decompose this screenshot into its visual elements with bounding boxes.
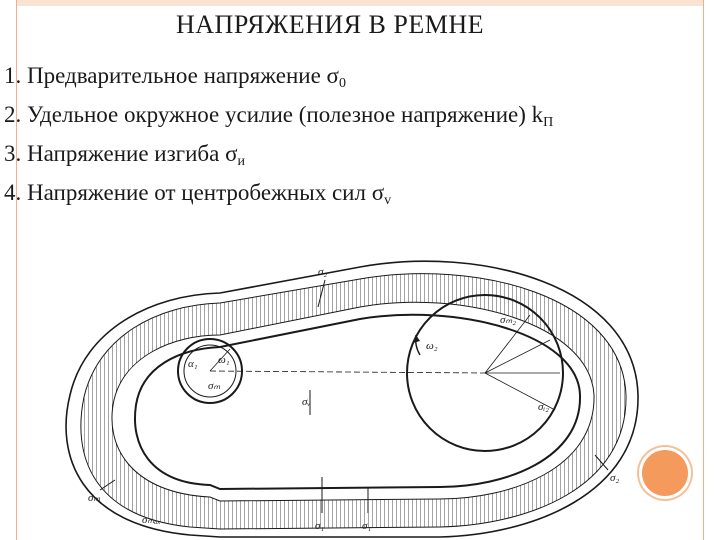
item-subscript: П: [543, 115, 554, 130]
belt-outline: [134, 313, 582, 491]
item-subscript: и: [237, 154, 245, 169]
label-sigma-m1: σₘ: [208, 380, 220, 392]
list-item: 1. Предварительное напряжение σ0: [4, 60, 624, 99]
item-number: 1.: [4, 63, 22, 88]
label-sigma-r2: σᵢ₂: [538, 401, 549, 413]
stress-list: 1. Предварительное напряжение σ0 2. Удел…: [4, 60, 624, 216]
label-sigma-v: σᵥ: [302, 396, 311, 408]
item-text: Предварительное напряжение: [27, 63, 327, 88]
item-symbol: σ: [371, 180, 385, 205]
label-sigma-max: σₘₐₓ: [142, 514, 161, 526]
stress-band: [80, 273, 627, 530]
list-item: 2. Удельное окружное усилие (полезное на…: [4, 99, 624, 138]
item-text: Напряжение от центробежных сил: [27, 180, 372, 205]
slide-frame-right: [703, 0, 704, 540]
slide-frame-left: [16, 0, 17, 540]
label-omega2: ω₂: [426, 340, 438, 352]
label-omega1: ω₁: [218, 354, 230, 366]
outer-stress-envelope: [65, 260, 639, 538]
item-symbol: σ: [225, 141, 238, 166]
item-symbol: k: [531, 102, 544, 127]
label-sigma2-top: σ₂: [318, 266, 327, 278]
label-sigma-max2: σₘ₂: [500, 314, 516, 326]
item-symbol: σ: [326, 63, 339, 88]
label-sigma-ml: σₘ: [88, 492, 100, 504]
label-alpha1: α₁: [188, 358, 198, 370]
slide-top-bar: [16, 0, 704, 6]
item-number: 2.: [4, 102, 22, 127]
item-text: Напряжение изгиба: [27, 141, 226, 166]
item-subscript: v: [384, 193, 392, 208]
label-sigma-right: σ₂: [610, 472, 619, 484]
label-sigma-f: σ₁: [362, 520, 371, 532]
belt-stress-diagram: σ₂ σₘ₂ ω₂ σᵢ₂ α₁ ω₁ σₘ σᵥ σₘ σₘₐₓ σ₁ σ₁ …: [65, 260, 639, 538]
decorative-circle: [642, 450, 688, 496]
slide-title: НАПРЯЖЕНИЯ В РЕМНЕ: [175, 10, 485, 39]
item-number: 3.: [4, 141, 22, 166]
item-number: 4.: [4, 180, 22, 205]
label-sigma1-bottom: σ₁: [315, 520, 324, 532]
large-pulley: [406, 294, 564, 452]
item-subscript: 0: [338, 76, 346, 91]
list-item: 4. Напряжение от центробежных сил σv: [4, 177, 624, 216]
list-item: 3. Напряжение изгиба σи: [4, 138, 624, 177]
item-text: Удельное окружное усилие (полезное напря…: [27, 102, 532, 127]
